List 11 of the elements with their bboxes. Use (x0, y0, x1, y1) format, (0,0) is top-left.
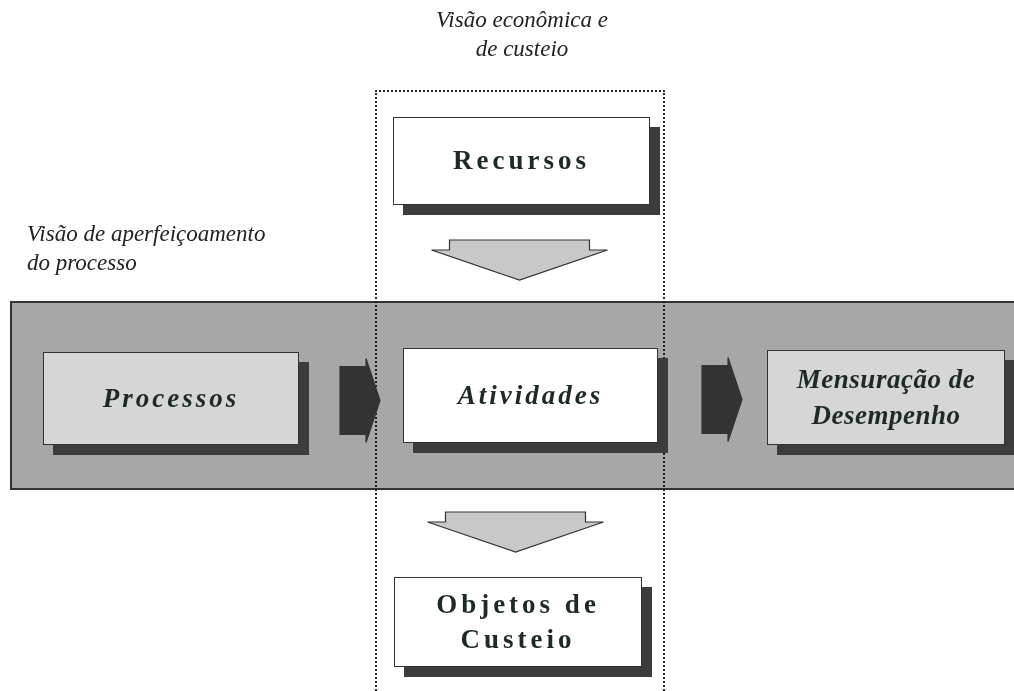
block-arrow (339, 357, 381, 444)
box-label: Recursos (453, 144, 590, 178)
block-arrow (426, 511, 605, 553)
box-label: Mensuração de Desempenho (795, 363, 977, 432)
block-arrow (701, 356, 743, 443)
box-label: Processos (102, 381, 240, 415)
block-arrow (430, 239, 609, 281)
region-heading: Visão econômica e de custeio (435, 6, 609, 63)
region-heading: Visão de aperfeiçoamento do processo (27, 220, 267, 277)
box-label: Atividades (457, 378, 604, 412)
box-label: Objetos de Custeio (435, 587, 601, 656)
